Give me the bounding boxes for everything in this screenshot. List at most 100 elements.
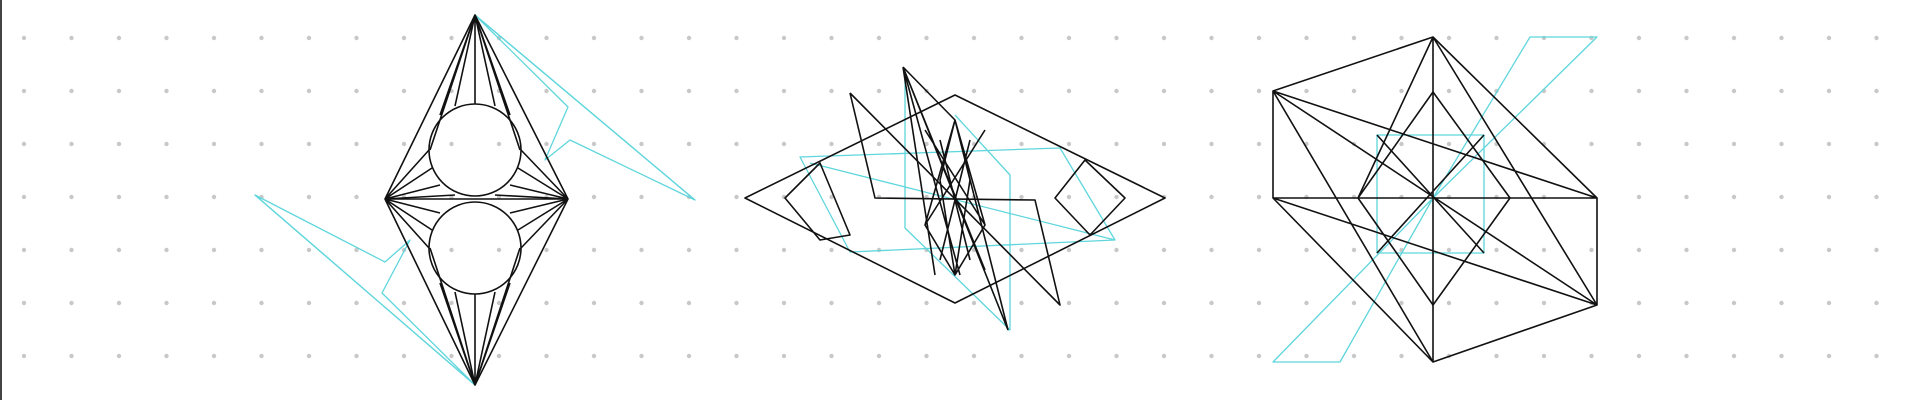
grid-dot <box>1209 300 1214 306</box>
grid-dot <box>1826 35 1832 41</box>
grid-dot <box>1684 300 1689 306</box>
grid-dot <box>1684 353 1689 359</box>
grid-dot <box>734 88 739 94</box>
fig3-accent-square <box>1376 134 1485 254</box>
grid-dot <box>591 88 597 94</box>
grid-dot <box>971 88 977 94</box>
fig2-main-lines <box>744 66 1166 331</box>
grid-dot <box>1874 88 1879 94</box>
fig2-inner-rhombus-right <box>1054 159 1126 236</box>
grid-dot <box>69 353 74 359</box>
grid-dot <box>164 141 169 147</box>
fig1-accent-lines <box>254 14 696 386</box>
grid-dot <box>1019 353 1024 359</box>
grid-dot <box>1731 194 1737 200</box>
grid-dot <box>449 141 454 147</box>
grid-dot <box>1256 353 1262 359</box>
grid-dot <box>781 88 787 94</box>
grid-dot <box>876 35 882 41</box>
grid-dot <box>1351 247 1357 253</box>
grid-dot <box>116 35 122 41</box>
grid-dot <box>1874 194 1879 200</box>
grid-dot <box>1209 88 1214 94</box>
grid-dot <box>164 353 169 359</box>
grid-dot <box>1779 88 1784 94</box>
fig1-accent-upper-wing-inner <box>474 14 696 201</box>
grid-dot <box>211 300 217 306</box>
grid-dot <box>1019 88 1024 94</box>
grid-dot <box>1684 141 1689 147</box>
grid-dot <box>1589 88 1594 94</box>
grid-dot <box>1874 247 1879 253</box>
grid-dot <box>21 35 27 41</box>
grid-dot <box>1874 353 1879 359</box>
fig1-upper-fan <box>429 14 521 151</box>
grid-dot <box>1636 353 1642 359</box>
grid-dot <box>1541 300 1547 306</box>
grid-dot <box>1589 141 1594 147</box>
grid-dot <box>829 353 834 359</box>
grid-dot <box>1636 300 1642 306</box>
fig1-accent-lower-wing-inner <box>254 194 476 386</box>
grid-dot <box>544 35 549 41</box>
grid-dot <box>829 141 834 147</box>
grid-dot <box>1446 141 1452 147</box>
grid-dot <box>1161 35 1167 41</box>
grid-dot <box>116 88 122 94</box>
grid-dot <box>354 300 359 306</box>
fig1-left-fan <box>384 149 456 249</box>
grid-dot <box>781 35 787 41</box>
grid-dot <box>1446 247 1452 253</box>
grid-dot <box>1399 300 1404 306</box>
grid-dot <box>354 353 359 359</box>
grid-dot <box>211 247 217 253</box>
grid-dot <box>544 141 549 147</box>
grid-dot <box>1256 88 1262 94</box>
grid-dot <box>1019 141 1024 147</box>
grid-dot <box>734 300 739 306</box>
grid-dot <box>21 353 27 359</box>
grid-dot <box>401 141 407 147</box>
grid-dot <box>876 300 882 306</box>
fig3-main-lines <box>1272 36 1598 363</box>
grid-dot <box>1256 300 1262 306</box>
grid-dot <box>164 194 169 200</box>
grid-dot <box>686 35 692 41</box>
grid-dot <box>1114 300 1119 306</box>
grid-dot <box>259 353 264 359</box>
grid-dot <box>211 353 217 359</box>
grid-dot <box>449 300 454 306</box>
grid-dot <box>1826 300 1832 306</box>
grid-dot <box>1066 35 1072 41</box>
grid-dot <box>1874 35 1879 41</box>
grid-dot <box>1209 353 1214 359</box>
grid-dot <box>876 141 882 147</box>
grid-dot <box>401 353 407 359</box>
grid-dot <box>829 247 834 253</box>
grid-dot <box>734 194 739 200</box>
grid-dot <box>1684 35 1689 41</box>
grid-dot <box>1304 247 1309 253</box>
grid-dot <box>1399 353 1404 359</box>
grid-dot <box>639 247 644 253</box>
grid-dot <box>496 247 502 253</box>
grid-dot <box>1066 353 1072 359</box>
grid-dot <box>1494 35 1499 41</box>
grid-dot <box>876 88 882 94</box>
grid-dot <box>401 300 407 306</box>
grid-dot <box>924 353 929 359</box>
grid-dot <box>401 88 407 94</box>
grid-dot <box>1779 247 1784 253</box>
grid-dot <box>1066 141 1072 147</box>
grid-dot <box>69 247 74 253</box>
grid-dot <box>1636 247 1642 253</box>
grid-dot <box>1731 353 1737 359</box>
grid-dot <box>1636 141 1642 147</box>
grid-dot <box>1731 247 1737 253</box>
grid-dot <box>639 194 644 200</box>
fig1-main-lines <box>384 14 569 386</box>
grid-dot <box>544 88 549 94</box>
grid-dot <box>1779 35 1784 41</box>
grid-dot <box>1399 141 1404 147</box>
